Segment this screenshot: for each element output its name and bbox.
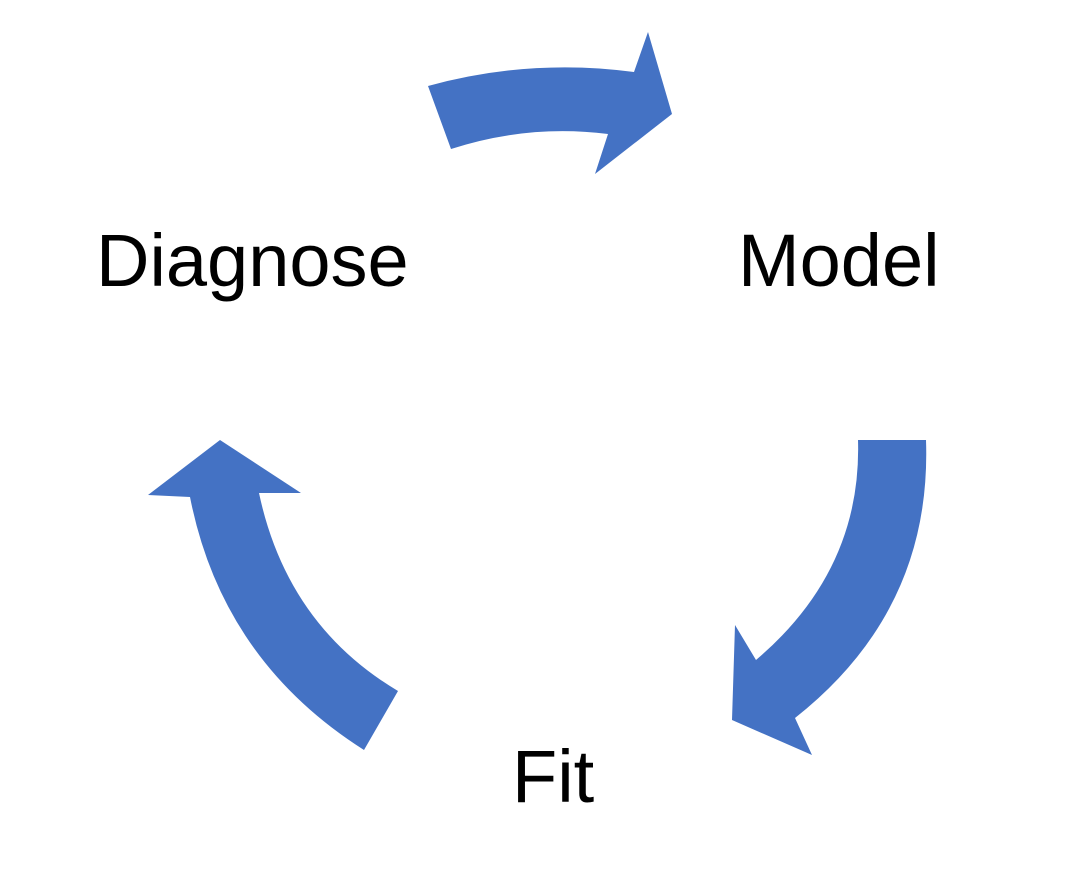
- arrow-model-to-fit: [732, 440, 927, 755]
- node-label-model: Model: [738, 219, 940, 302]
- arrow-diagnose-to-model: [428, 32, 672, 174]
- node-label-fit: Fit: [512, 735, 595, 818]
- arrow-fit-to-diagnose: [148, 440, 398, 750]
- node-label-diagnose: Diagnose: [96, 219, 409, 302]
